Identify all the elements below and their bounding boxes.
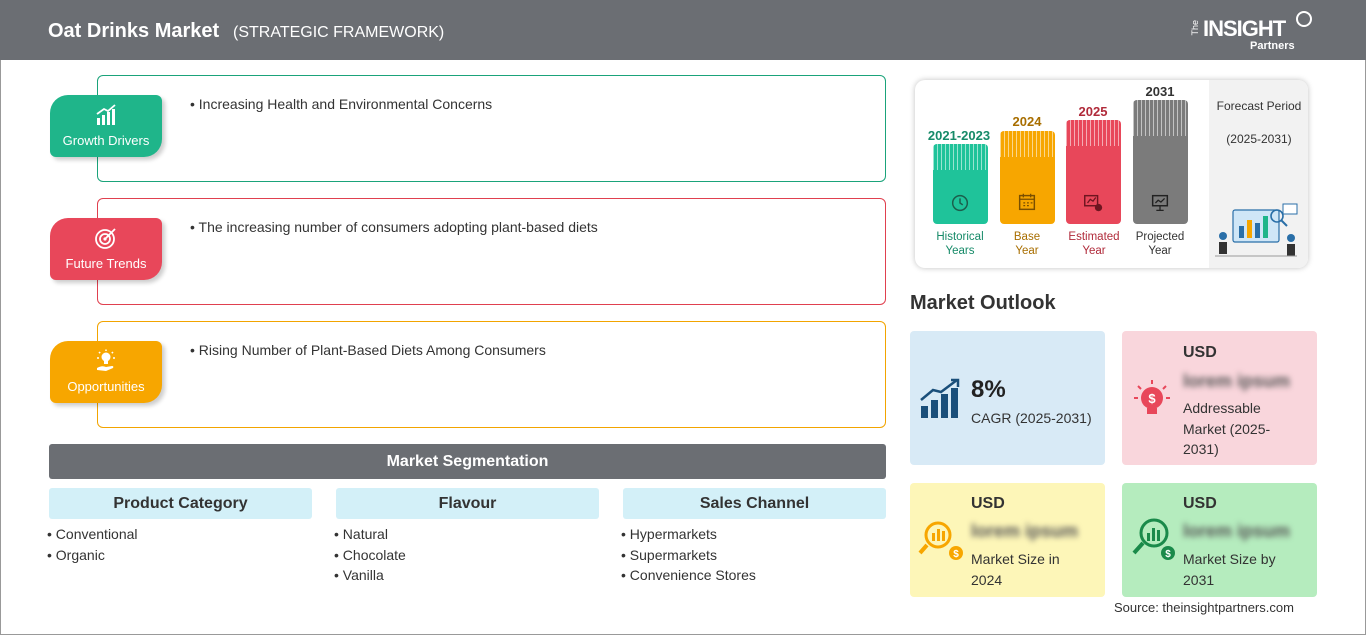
market-outlook-title: Market Outlook — [910, 292, 1056, 314]
list-item: Conventional — [47, 526, 312, 547]
opportunities-label: Opportunities — [67, 379, 145, 394]
segment-sales-channel: Sales Channel Hypermarkets Supermarkets … — [623, 488, 886, 588]
forecast-period-title: Forecast Period — [1216, 99, 1302, 113]
segment-head: Flavour — [336, 488, 599, 519]
opportunities-badge: Opportunities — [50, 341, 162, 403]
size-2024-value-blurred: lorem ipsum — [971, 521, 1079, 541]
bar-label-historical: Historical Years — [936, 231, 984, 257]
growth-drivers-card: • Increasing Health and Environmental Co… — [97, 75, 886, 182]
logo-insight: INSIGHT — [1203, 16, 1286, 41]
size-2031-usd: USD — [1183, 495, 1217, 512]
lightbulb-hand-icon — [97, 349, 115, 371]
list-item: Organic — [47, 547, 312, 568]
future-trends-label: Future Trends — [65, 256, 147, 271]
bar-label-base: Base Year — [1013, 231, 1041, 257]
bar-historical — [933, 144, 988, 224]
logo-partners: Partners — [1250, 40, 1295, 52]
market-size-2031-tile: $ USD lorem ipsum Market Size by 2031 — [1122, 483, 1317, 597]
presentation-icon — [1151, 194, 1169, 211]
header-bar: Oat Drinks Market (STRATEGIC FRAMEWORK) … — [0, 0, 1366, 60]
magnifier-growth-icon: $ — [1132, 518, 1175, 560]
page-subtitle: (STRATEGIC FRAMEWORK) — [233, 24, 445, 41]
logo-ring-icon — [1296, 11, 1312, 27]
forecast-period-range: (2025-2031) — [1226, 132, 1292, 146]
year-label-historical: 2021-2023 — [927, 128, 991, 143]
size-2031-label: Market Size by 2031 — [1183, 551, 1276, 588]
timeline-panel: 2021-2023 Historical Years 2024 Base Yea… — [915, 80, 1308, 268]
bar-estimated — [1066, 120, 1121, 224]
cagr-value: 8% — [971, 376, 1006, 403]
target-icon — [95, 228, 116, 249]
year-label-estimated: 2025 — [1078, 104, 1108, 119]
future-trends-card: • The increasing number of consumers ado… — [97, 198, 886, 305]
estimate-icon — [1084, 194, 1103, 212]
cagr-label: CAGR (2025-2031) — [971, 410, 1092, 426]
logo-the: The — [1190, 20, 1200, 36]
analytics-illustration-icon — [1215, 203, 1298, 257]
bar-projected — [1133, 100, 1188, 224]
segment-flavour: Flavour Natural Chocolate Vanilla — [336, 488, 599, 588]
market-size-2024-tile: $ USD lorem ipsum Market Size in 2024 — [910, 483, 1105, 597]
size-2024-usd: USD — [971, 495, 1005, 512]
money-bulb-icon: $ — [1134, 380, 1170, 414]
growth-chart-icon — [96, 104, 116, 125]
magnifier-coins-icon: $ — [918, 521, 963, 560]
insight-partners-logo[interactable]: The INSIGHT Partners — [1190, 10, 1320, 54]
market-segmentation-title: Market Segmentation — [49, 444, 886, 479]
opportunities-text: • Rising Number of Plant-Based Diets Amo… — [190, 342, 546, 358]
bar-base — [1000, 131, 1055, 224]
segment-head: Sales Channel — [623, 488, 886, 519]
calendar-icon — [1018, 193, 1036, 211]
svg-text:$: $ — [953, 549, 959, 560]
growth-bars-icon — [920, 378, 960, 418]
growth-drivers-badge: Growth Drivers — [50, 95, 162, 157]
segment-product-category: Product Category Conventional Organic — [49, 488, 312, 567]
list-item: Convenience Stores — [621, 567, 886, 588]
opportunities-card: • Rising Number of Plant-Based Diets Amo… — [97, 321, 886, 428]
addressable-market-tile: $ USD lorem ipsum Addressable Market (20… — [1122, 331, 1317, 465]
list-item: Supermarkets — [621, 547, 886, 568]
list-item: Vanilla — [334, 567, 599, 588]
svg-text:$: $ — [1165, 549, 1171, 560]
bar-label-estimated: Estimated Year — [1068, 231, 1120, 257]
svg-text:$: $ — [1148, 391, 1156, 406]
future-trends-badge: Future Trends — [50, 218, 162, 280]
list-item: Chocolate — [334, 547, 599, 568]
year-label-base: 2024 — [1012, 114, 1042, 129]
growth-drivers-text: • Increasing Health and Environmental Co… — [190, 96, 493, 112]
addressable-label: Addressable Market (2025-2031) — [1183, 400, 1271, 457]
addressable-value-blurred: lorem ipsum — [1183, 371, 1291, 391]
bar-label-projected: Projected Year — [1135, 231, 1185, 257]
size-2024-label: Market Size in 2024 — [971, 551, 1060, 588]
growth-drivers-label: Growth Drivers — [62, 133, 150, 148]
future-trends-text: • The increasing number of consumers ado… — [190, 219, 598, 235]
source-credit: Source: theinsightpartners.com — [1114, 600, 1294, 615]
history-icon — [951, 194, 969, 212]
list-item: Hypermarkets — [621, 526, 886, 547]
year-label-projected: 2031 — [1145, 84, 1175, 99]
page-title: Oat Drinks Market — [48, 20, 220, 42]
addressable-usd: USD — [1183, 344, 1217, 361]
size-2031-value-blurred: lorem ipsum — [1183, 521, 1291, 541]
list-item: Natural — [334, 526, 599, 547]
cagr-tile: 8% CAGR (2025-2031) — [910, 331, 1105, 465]
segment-head: Product Category — [49, 488, 312, 519]
